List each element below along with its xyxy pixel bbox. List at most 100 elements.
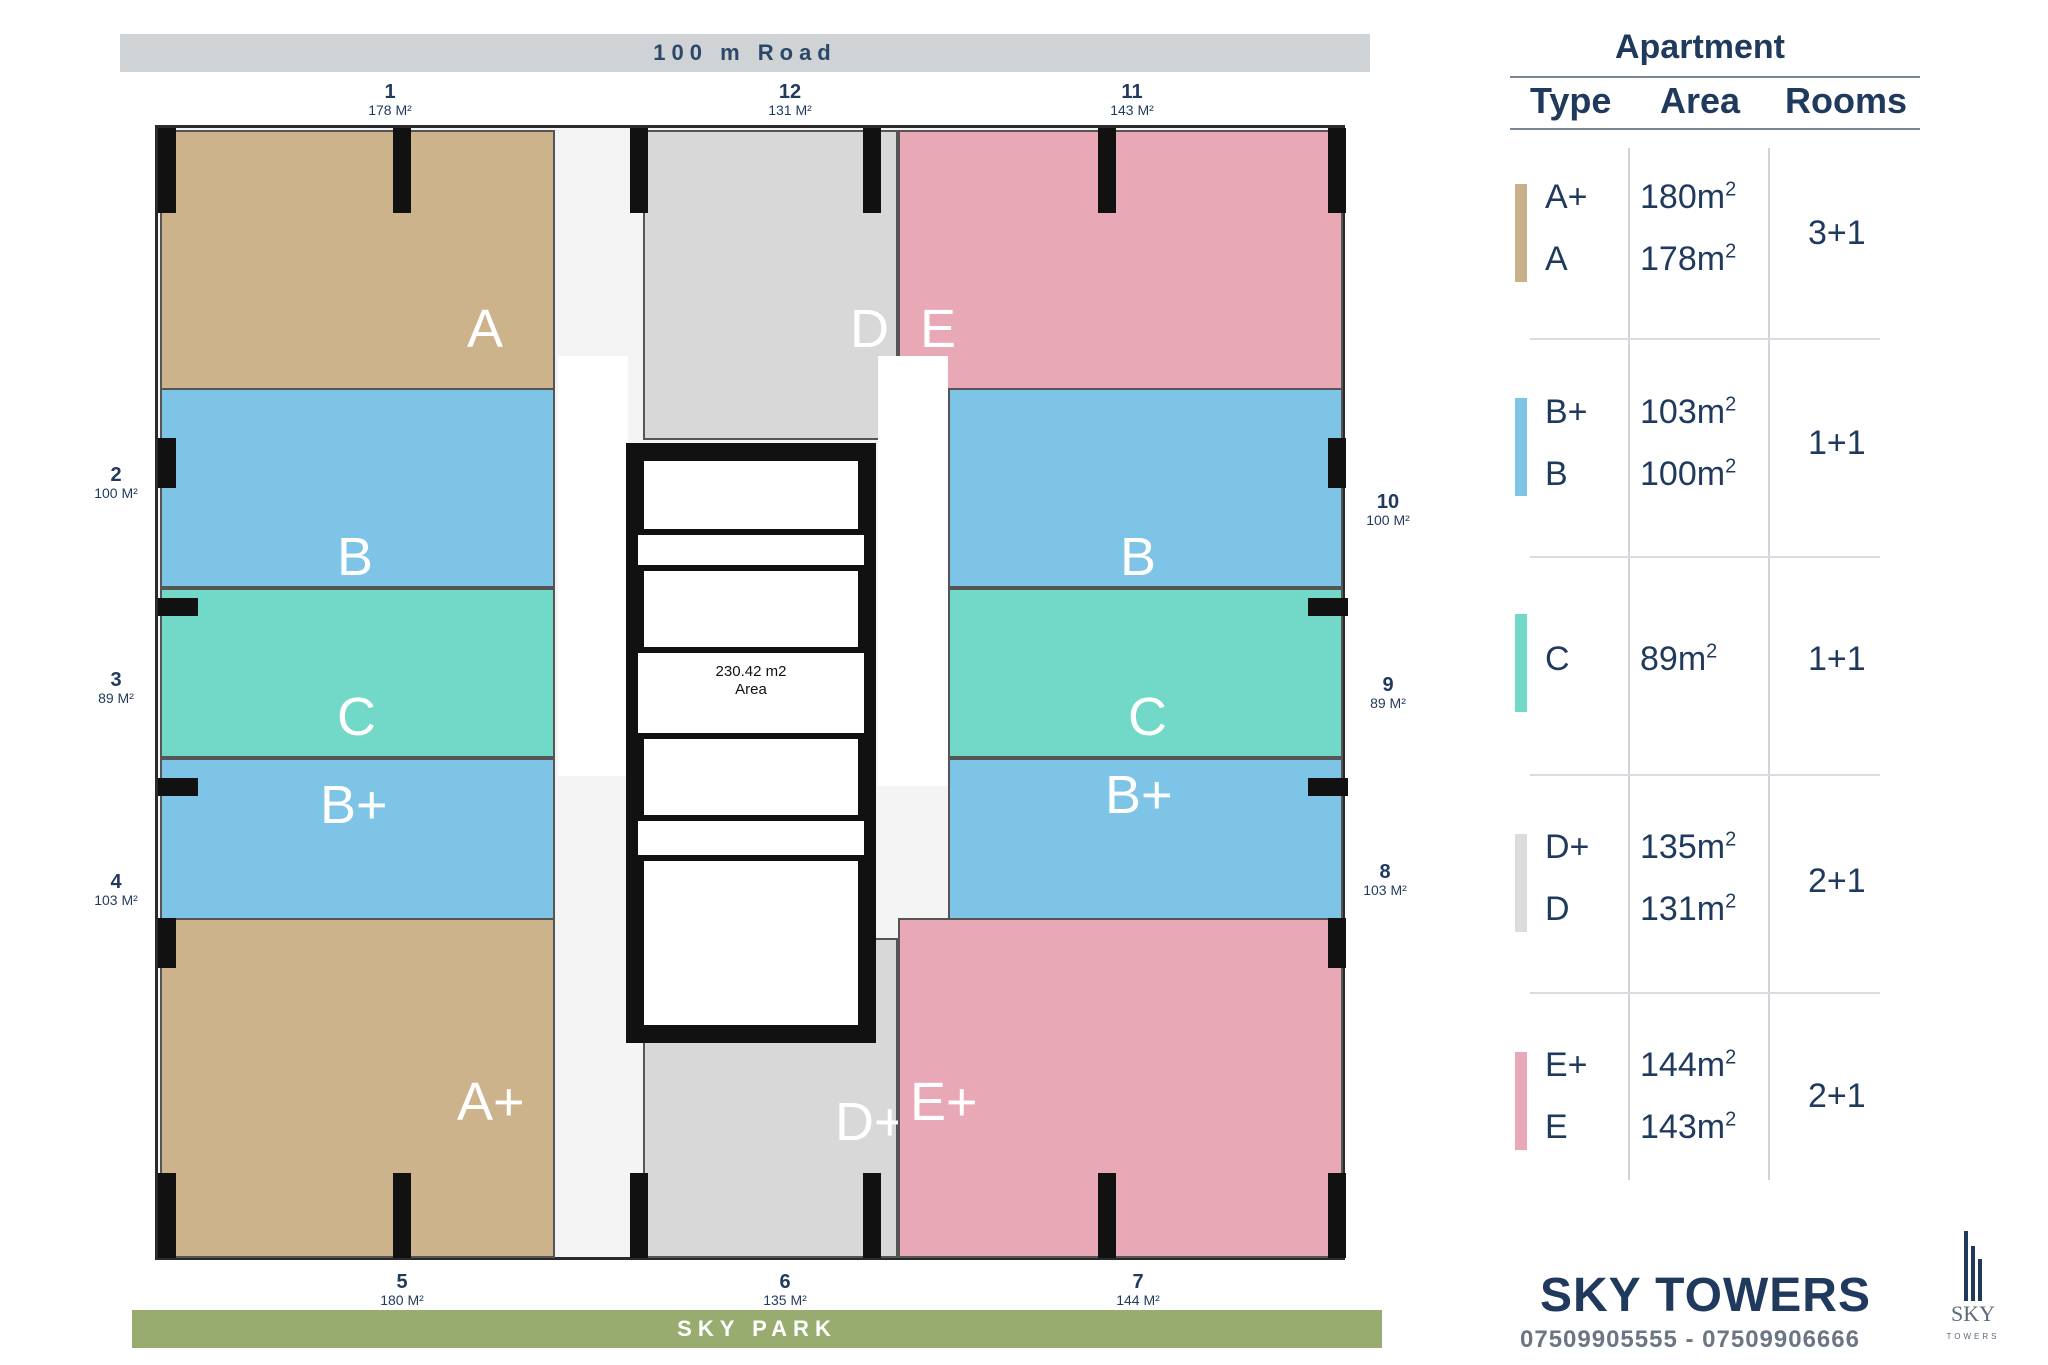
apartment-letter: B+ <box>320 775 388 835</box>
legend-swatch-a <box>1515 184 1527 282</box>
logo-subtext: TOWERS <box>1946 1332 2000 1341</box>
pillar <box>393 1173 411 1258</box>
apartment-letter: A <box>467 299 504 359</box>
unit-label-6: 6 135 M² <box>745 1272 825 1308</box>
unit-label-2: 2 100 M² <box>76 465 156 501</box>
unit-number: 2 <box>110 464 122 486</box>
park-label: SKY PARK <box>132 1310 1382 1348</box>
legend-row-divider <box>1530 556 1880 558</box>
elevator-room <box>638 565 864 653</box>
legend-rule <box>1510 76 1920 78</box>
apartment-letter: B <box>337 527 374 587</box>
road-label: 100 m Road <box>120 34 1370 72</box>
legend-area: 178m2 <box>1640 240 1737 278</box>
core-area-label: Area <box>735 681 767 698</box>
legend-rooms: 2+1 <box>1808 862 1866 900</box>
logo-bar <box>1978 1259 1982 1301</box>
pillar <box>863 1173 881 1258</box>
light-well-right <box>878 356 948 786</box>
unit-area: 143 M² <box>1110 102 1154 118</box>
unit-number: 8 <box>1379 861 1391 883</box>
pillar <box>158 778 198 796</box>
brand-phones: 07509905555 - 07509906666 <box>1520 1326 1860 1353</box>
legend-rooms: 1+1 <box>1808 640 1866 678</box>
legend-type: E <box>1545 1108 1568 1146</box>
logo-bar <box>1971 1246 1975 1301</box>
core-area: 230.42 m2 Area <box>638 663 864 699</box>
unit-number: 3 <box>110 669 122 691</box>
apartment-letter: B <box>1120 527 1157 587</box>
unit-area: 180 M² <box>380 1292 424 1308</box>
apartment-letter: C <box>1128 687 1167 747</box>
legend-area: 103m2 <box>1640 393 1737 431</box>
legend-rooms: 3+1 <box>1808 214 1866 252</box>
pillar <box>630 128 648 213</box>
unit-area: 135 M² <box>763 1292 807 1308</box>
legend-divider <box>1768 148 1770 1180</box>
unit-label-11: 11 143 M² <box>1092 82 1172 118</box>
apartment-letter: C <box>337 687 376 747</box>
unit-number: 10 <box>1376 491 1400 513</box>
unit-area: 103 M² <box>1363 882 1407 898</box>
apartment-letter: D <box>850 299 889 359</box>
pillar <box>1098 1173 1116 1258</box>
pillar <box>393 128 411 213</box>
stair-room <box>638 455 864 535</box>
apartment-letter: E <box>920 299 957 359</box>
unit-number: 12 <box>778 81 802 103</box>
pillar <box>863 128 881 213</box>
apartment-letter: D+ <box>835 1092 906 1152</box>
unit-number: 4 <box>110 871 122 893</box>
unit-number: 7 <box>1132 1271 1144 1293</box>
legend-area: 180m2 <box>1640 178 1737 216</box>
pillar <box>630 1173 648 1258</box>
apartment-c-right: C <box>948 588 1343 758</box>
pillar <box>158 1173 176 1258</box>
legend-area: 143m2 <box>1640 1108 1737 1146</box>
pillar <box>158 918 176 968</box>
pillar <box>1308 598 1348 616</box>
pillar <box>1328 918 1346 968</box>
unit-number: 6 <box>779 1271 791 1293</box>
unit-label-10: 10 100 M² <box>1348 492 1428 528</box>
apartment-aplus: A+ <box>160 918 555 1258</box>
unit-label-3: 3 89 M² <box>76 670 156 706</box>
legend-row-divider <box>1530 338 1880 340</box>
apartment-b-left: B <box>160 388 555 588</box>
legend-type: B <box>1545 455 1568 493</box>
unit-area: 178 M² <box>368 102 412 118</box>
pillar <box>1328 1173 1346 1258</box>
light-well-left <box>558 356 628 776</box>
legend-type: E+ <box>1545 1046 1588 1084</box>
unit-area: 131 M² <box>768 102 812 118</box>
logo-bar <box>1964 1231 1968 1301</box>
unit-number: 9 <box>1382 674 1394 696</box>
building-core: 230.42 m2 Area <box>626 443 876 1043</box>
unit-label-12: 12 131 M² <box>750 82 830 118</box>
unit-area: 100 M² <box>94 485 138 501</box>
pillar <box>1328 128 1346 213</box>
unit-number: 11 <box>1121 81 1143 103</box>
fire-escape-room <box>638 855 864 1031</box>
legend-divider <box>1628 148 1630 1180</box>
legend-type: A+ <box>1545 178 1588 216</box>
pillar <box>1308 778 1348 796</box>
legend-header-rooms: Rooms <box>1785 80 1908 121</box>
legend-swatch-e <box>1515 1052 1527 1150</box>
legend-title: Apartment <box>1614 28 1786 66</box>
legend-area: 135m2 <box>1640 828 1737 866</box>
legend-area: 131m2 <box>1640 890 1737 928</box>
pillar <box>1328 438 1346 488</box>
apartment-b-right: B <box>948 388 1343 588</box>
sky-towers-logo: SKY TOWERS <box>1938 1230 2008 1345</box>
unit-area: 89 M² <box>1370 695 1406 711</box>
unit-label-1: 1 178 M² <box>350 82 430 118</box>
legend-type: D <box>1545 890 1570 928</box>
legend-rooms: 2+1 <box>1808 1077 1866 1115</box>
core-area-value: 230.42 m2 <box>715 663 787 680</box>
brand-name: SKY TOWERS <box>1540 1269 1871 1322</box>
legend-swatch-c <box>1515 614 1527 712</box>
unit-label-5: 5 180 M² <box>362 1272 442 1308</box>
unit-label-7: 7 144 M² <box>1098 1272 1178 1308</box>
legend-area: 144m2 <box>1640 1046 1737 1084</box>
